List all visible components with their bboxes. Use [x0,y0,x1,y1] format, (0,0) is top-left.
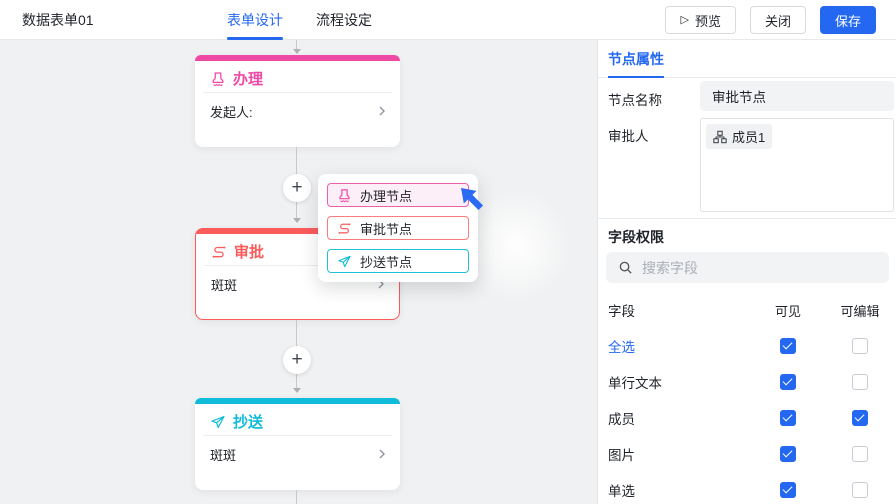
tab-node-properties[interactable]: 节点属性 [608,40,664,78]
tab-node-properties-label: 节点属性 [608,50,664,67]
section-divider [598,218,896,219]
field-permission-table: 字段 可见 可编辑 全选 单行文本 成员 [598,296,896,504]
add-node-button[interactable]: + [283,346,311,374]
checkbox-visible[interactable] [780,446,796,462]
node-color-bar [195,55,400,61]
chevron-right-icon[interactable] [376,105,388,117]
tab-form-design[interactable]: 表单设计 [227,0,283,40]
tab-flow-setting[interactable]: 流程设定 [316,0,372,40]
node-body-text: 斑斑 [211,277,238,293]
node-title: 抄送 [233,414,264,431]
table-row: 单行文本 [598,364,896,400]
popup-item-banli-node[interactable]: 办理节点 [327,183,469,207]
select-all-link[interactable]: 全选 [608,340,635,355]
checkbox-editable[interactable] [852,482,868,498]
field-search-input[interactable] [642,259,877,276]
checkbox-visible[interactable] [780,482,796,498]
column-header-visible: 可见 [774,303,801,319]
checkbox-editable[interactable] [852,410,868,426]
checkbox-visible[interactable] [780,410,796,426]
table-row: 图片 [598,436,896,472]
approver-label: 审批人 [608,129,649,144]
approver-tag-label: 成员1 [732,130,766,145]
flow-canvas: 办理 发起人: + [0,40,597,504]
tab-flow-setting-label: 流程设定 [316,12,372,28]
play-icon: ▷ [680,13,689,26]
panel-body: 节点名称 审批人 成员1 字段权限 [598,78,896,504]
header-tabs: 表单设计 流程设定 [227,0,372,40]
node-name-input[interactable] [700,81,894,111]
checkbox-editable[interactable] [852,374,868,390]
search-icon [618,260,633,275]
preview-button-label: 预览 [694,13,721,29]
flow-node-chaosong[interactable]: 抄送 斑斑 [195,398,400,490]
route-icon [337,221,352,236]
panel-tab-row: 节点属性 [598,40,896,78]
connector-line [296,40,297,50]
table-row: 单选 [598,472,896,504]
field-row-label: 单选 [608,484,635,499]
field-row-label: 图片 [608,448,635,463]
close-button-label: 关闭 [764,13,791,29]
connector-line [296,490,297,504]
org-chart-icon [713,130,727,144]
popup-item-shenpi-node[interactable]: 审批节点 [327,216,469,240]
field-permission-title: 字段权限 [608,229,664,245]
node-body-text: 斑斑 [210,447,237,463]
stamp-icon [210,71,226,87]
checkbox-editable[interactable] [852,338,868,354]
node-body-text: 发起人: [210,104,253,120]
connector-arrow [293,49,301,54]
field-search-box [606,252,889,283]
node-title: 审批 [234,244,265,261]
checkbox-visible[interactable] [780,338,796,354]
paper-plane-icon [337,254,352,269]
popup-item-label: 审批节点 [360,221,413,237]
field-row-label: 成员 [608,412,635,427]
route-icon [211,244,227,260]
properties-panel: 节点属性 节点名称 审批人 成员1 [597,40,896,504]
stamp-icon [337,188,352,203]
chevron-right-icon[interactable] [376,448,388,460]
popup-item-label: 办理节点 [360,188,413,204]
node-divider [203,435,392,436]
save-button[interactable]: 保存 [819,6,876,34]
top-bar: 数据表单01 表单设计 流程设定 ▷ 预览 关闭 保存 [0,0,896,40]
node-title: 办理 [233,71,264,88]
checkbox-editable[interactable] [852,446,868,462]
popup-item-label: 抄送节点 [360,254,413,270]
table-header-row: 字段 可见 可编辑 [598,296,896,324]
form-title: 数据表单01 [22,12,94,28]
mouse-cursor-icon [449,186,489,231]
preview-button[interactable]: ▷ 预览 [665,6,736,34]
table-row: 成员 [598,400,896,436]
add-node-popup: 办理节点 审批节点 抄送节点 [318,174,478,282]
close-button[interactable]: 关闭 [749,6,806,34]
table-row: 全选 [598,328,896,364]
node-color-bar [196,229,399,234]
approver-box[interactable]: 成员1 [700,118,894,212]
save-button-label: 保存 [834,13,861,29]
connector-arrow [293,388,301,393]
node-divider [203,92,392,93]
node-color-bar [195,398,400,404]
popup-item-chaosong-node[interactable]: 抄送节点 [327,249,469,273]
checkbox-visible[interactable] [780,374,796,390]
field-row-label: 单行文本 [608,376,662,391]
column-header-field: 字段 [608,304,635,319]
node-divider [204,265,391,266]
flow-node-banli[interactable]: 办理 发起人: [195,55,400,147]
add-node-button[interactable]: + [283,174,311,202]
header-actions: ▷ 预览 关闭 保存 [665,6,876,34]
column-header-editable: 可编辑 [840,303,880,319]
node-name-label: 节点名称 [608,93,662,108]
tab-form-design-label: 表单设计 [227,12,283,28]
approver-tag[interactable]: 成员1 [706,124,773,149]
paper-plane-icon [210,414,226,430]
connector-arrow [293,218,301,223]
